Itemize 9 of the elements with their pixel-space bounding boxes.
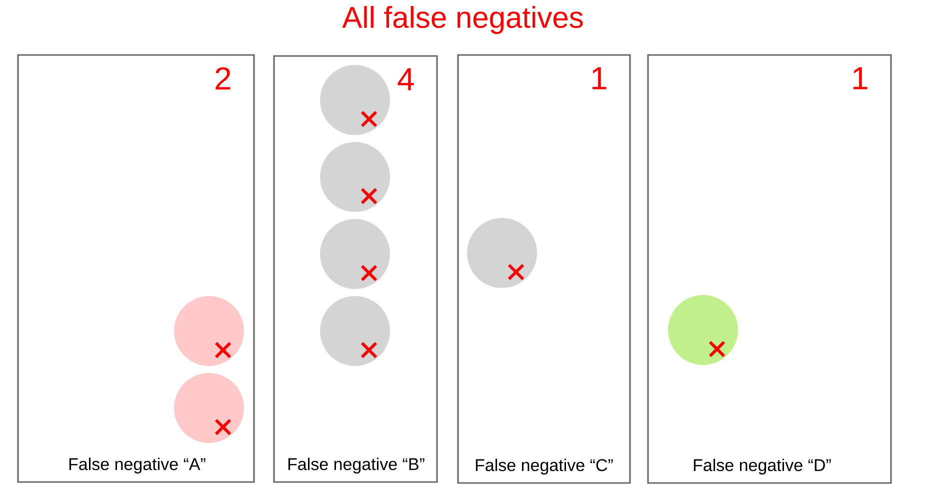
count-number: 1 <box>592 67 606 90</box>
count-number: 4 <box>398 68 414 90</box>
panel-caption: False negative “B” <box>288 458 424 474</box>
panel-caption: False negative “D” <box>694 458 831 475</box>
count-number: 2 <box>216 67 230 90</box>
count-number: 1 <box>853 67 868 90</box>
panel-caption: False negative “A” <box>69 458 206 474</box>
title: All false negatives <box>342 6 583 34</box>
panel-caption: False negative “C” <box>476 458 613 475</box>
